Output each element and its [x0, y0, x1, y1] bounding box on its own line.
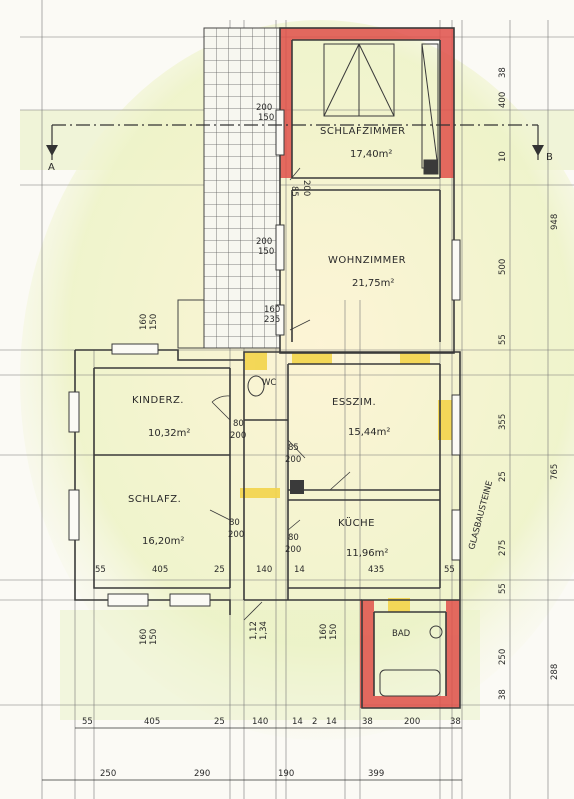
room-area-esszim: 15,44m²	[348, 427, 390, 438]
bottom-dim-200: 200	[404, 717, 420, 727]
right-dim-10: 10	[498, 151, 508, 162]
window-label-9-bot: 150	[149, 314, 159, 330]
bottom-dim-290: 290	[194, 769, 210, 779]
bottom-dim-55: 55	[82, 717, 93, 727]
window-label-12-bot: 1,34	[259, 621, 269, 640]
right-dim-355: 355	[498, 414, 508, 430]
right-dim-948: 948	[550, 214, 560, 230]
right-dim-275: 275	[498, 540, 508, 556]
room-name-schlafzimmer: SCHLAFZIMMER	[320, 126, 406, 137]
interior-dim-25: 25	[214, 565, 225, 575]
window-label-10-bot: 150	[149, 629, 159, 645]
right-dim-288: 288	[550, 664, 560, 680]
interior-dim-435: 435	[368, 565, 384, 575]
interior-dim-405: 405	[152, 565, 168, 575]
bottom-dim-2: 2	[312, 717, 317, 727]
window-label-2-bot: 150	[258, 247, 274, 257]
wardrobe	[421, 43, 439, 175]
window-label-2-top: 200	[256, 237, 272, 247]
window-label-1-bot: 150	[258, 113, 274, 123]
right-dim-55a: 55	[498, 334, 508, 345]
room-name-bad: BAD	[392, 629, 411, 639]
interior-dim-55b: 55	[444, 565, 455, 575]
yellow-fills	[240, 352, 452, 612]
window-label-5-top: 80	[233, 419, 244, 429]
window-label-9-top: 160	[139, 314, 149, 330]
right-dim-38a: 38	[498, 67, 508, 78]
window-label-8-bot: 200	[285, 545, 301, 555]
window-label-4-bot: 200	[301, 180, 311, 196]
window-label-4-top: 85	[289, 186, 299, 197]
window-label-7-bot: 200	[228, 530, 244, 540]
walls	[74, 27, 461, 709]
window-label-11-top: 160	[319, 624, 329, 640]
room-area-schlafzimmer: 17,40m²	[350, 149, 392, 160]
color-wash	[20, 20, 574, 740]
right-dim-500: 500	[498, 259, 508, 275]
bottom-dim-405: 405	[144, 717, 160, 727]
room-area-schlafz: 16,20m²	[142, 536, 184, 547]
window-label-3-top: 160	[264, 305, 280, 315]
bottom-dim-14: 14	[292, 717, 303, 727]
terrace-tiles	[203, 27, 281, 349]
right-dimension-column: 38 400 10 948 500 55 355 25 765 275 55 2…	[498, 67, 560, 700]
section-arrow-b-icon	[532, 145, 544, 156]
room-name-wc: WC	[262, 378, 276, 388]
window-label-12-top: 1,12	[249, 621, 259, 640]
window-label-6-top: 85	[288, 443, 299, 453]
window-label-8-top: 80	[288, 533, 299, 543]
room-area-kueche: 11,96m²	[346, 548, 388, 559]
window-label-6-bot: 200	[285, 455, 301, 465]
bottom-dim-14b: 14	[326, 717, 337, 727]
sink-icon	[429, 625, 443, 639]
bottom-dim-38b: 38	[450, 717, 461, 727]
room-name-kinderz: KINDERZ.	[132, 395, 184, 406]
window-label-1-top: 200	[256, 103, 272, 113]
window-label-11-bot: 150	[329, 624, 339, 640]
interior-dim-55a: 55	[95, 565, 106, 575]
room-name-schlafz: SCHLAFZ.	[128, 494, 181, 505]
toilet-icon	[247, 375, 265, 397]
room-area-kinderz: 10,32m²	[148, 428, 190, 439]
windows	[68, 109, 461, 607]
room-area-wohnzimmer: 21,75m²	[352, 278, 394, 289]
section-marker-a: A	[48, 162, 55, 173]
interior-dim-140: 140	[256, 565, 272, 575]
right-dim-250: 250	[498, 649, 508, 665]
bottom-dim-38: 38	[362, 717, 373, 727]
bottom-dimension-row-1: 55 405 25 140 14 2 14 38 200 38	[82, 717, 461, 727]
right-dim-38b: 38	[498, 689, 508, 700]
room-name-esszim: ESSZIM.	[332, 397, 376, 408]
right-dim-400: 400	[498, 92, 508, 108]
bed	[323, 43, 395, 117]
right-dim-25: 25	[498, 471, 508, 482]
room-name-kueche: KÜCHE	[338, 516, 375, 529]
bottom-dim-399: 399	[368, 769, 384, 779]
chimney	[290, 480, 304, 494]
door-swings	[209, 167, 351, 621]
window-label-7-top: 80	[229, 518, 240, 528]
window-label-3-bot: 235	[264, 315, 280, 325]
bottom-dim-190: 190	[278, 769, 294, 779]
bathtub-icon	[379, 669, 441, 697]
bottom-dim-140: 140	[252, 717, 268, 727]
bottom-dim-250: 250	[100, 769, 116, 779]
window-label-10-top: 160	[139, 629, 149, 645]
right-dim-55b: 55	[498, 583, 508, 594]
room-name-wohnzimmer: WOHNZIMMER	[328, 255, 406, 266]
bottom-dimension-row-2: 250 290 190 399	[100, 769, 384, 779]
terrace-step	[177, 299, 205, 349]
section-marker-b: B	[546, 152, 553, 163]
right-dim-765: 765	[550, 464, 560, 480]
bottom-dim-25: 25	[214, 717, 225, 727]
window-label-5-bot: 200	[230, 431, 246, 441]
window-size-labels: 200 150 200 150 160 235 85 200 80 200 85…	[139, 103, 339, 645]
section-arrow-a-icon	[46, 145, 58, 156]
interior-dim-14: 14	[294, 565, 305, 575]
interior-dimension-row: 55 405 25 140 14 435 55	[95, 565, 455, 575]
